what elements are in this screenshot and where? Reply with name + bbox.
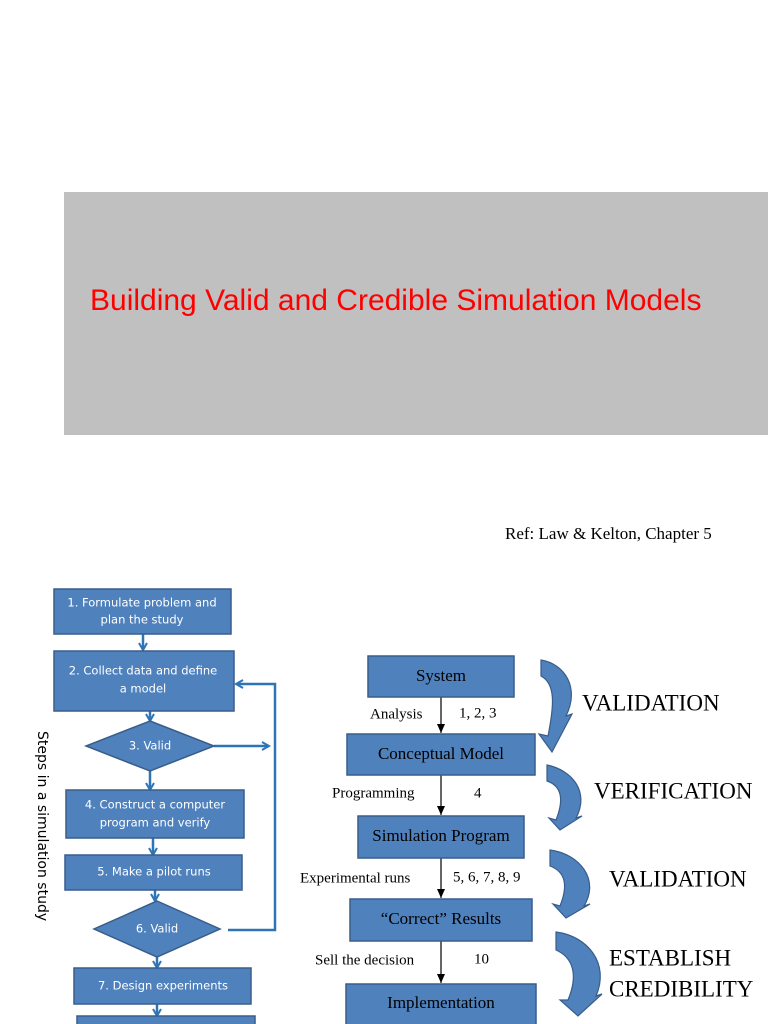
edge-steps-analysis: 1, 2, 3 [459, 705, 497, 721]
step-3-label: 3. Valid [129, 739, 171, 753]
phase-validation-1: VALIDATION [582, 690, 720, 715]
step-8-box-partial [76, 1015, 256, 1024]
edge-steps-programming: 4 [474, 785, 482, 801]
edge-label-programming: Programming [332, 785, 415, 801]
page-title: Building Valid and Credible Simulation M… [90, 284, 702, 317]
curved-arrow-validation-2 [549, 849, 591, 919]
edge-label-experimental: Experimental runs [300, 870, 411, 886]
loop-back-connector [228, 684, 277, 932]
edge-label-analysis: Analysis [370, 706, 423, 722]
reference-citation: Ref: Law & Kelton, Chapter 5 [505, 524, 712, 543]
step-6-label: 6. Valid [136, 922, 178, 936]
conceptual-model-box [346, 733, 536, 776]
step-7-box [73, 967, 252, 1005]
step-4-box [65, 789, 245, 839]
step-2-label-line1: 2. Collect data and define [69, 664, 217, 678]
step-4-label-line1: 4. Construct a computer [85, 798, 225, 812]
step-2-label-line2: a model [120, 682, 167, 696]
simulation-program-label: Simulation Program [372, 826, 509, 845]
correct-results-label: “Correct” Results [381, 909, 501, 928]
correct-results-box [349, 898, 533, 942]
simulation-program-box [357, 815, 525, 859]
step-2-box [53, 650, 235, 712]
implementation-box [345, 983, 537, 1024]
phase-verification: VERIFICATION [594, 778, 753, 803]
phase-credibility: CREDIBILITY [609, 976, 754, 1001]
implementation-label: Implementation [387, 993, 495, 1012]
step-3-decision [83, 720, 217, 772]
phase-establish: ESTABLISH [609, 945, 731, 970]
curved-arrow-verification [546, 764, 583, 831]
conceptual-model-label: Conceptual Model [378, 744, 504, 763]
edge-label-sell: Sell the decision [315, 952, 415, 968]
right-flowchart: System Conceptual Model Simulation Progr… [300, 655, 754, 1024]
left-flowchart: 1. Formulate problem and plan the study … [34, 588, 277, 1024]
step-4-label-line2: program and verify [100, 816, 211, 830]
step-6-decision [92, 900, 222, 958]
steps-caption: Steps in a simulation study [34, 731, 50, 921]
step-5-box [64, 854, 243, 891]
step-1-box [53, 588, 232, 635]
edge-steps-sell: 10 [474, 951, 489, 967]
system-box [367, 655, 515, 698]
step-5-label: 5. Make a pilot runs [97, 865, 210, 879]
step-7-label: 7. Design experiments [98, 979, 228, 993]
curved-arrow-credibility [555, 931, 603, 1017]
step-1-label-line1: 1. Formulate problem and [67, 596, 216, 610]
curved-arrow-validation-1 [537, 659, 574, 754]
system-label: System [416, 666, 466, 685]
edge-steps-experimental: 5, 6, 7, 8, 9 [453, 869, 521, 885]
title-band: Building Valid and Credible Simulation M… [64, 192, 768, 435]
phase-validation-2: VALIDATION [609, 866, 747, 891]
step-1-label-line2: plan the study [101, 613, 184, 627]
